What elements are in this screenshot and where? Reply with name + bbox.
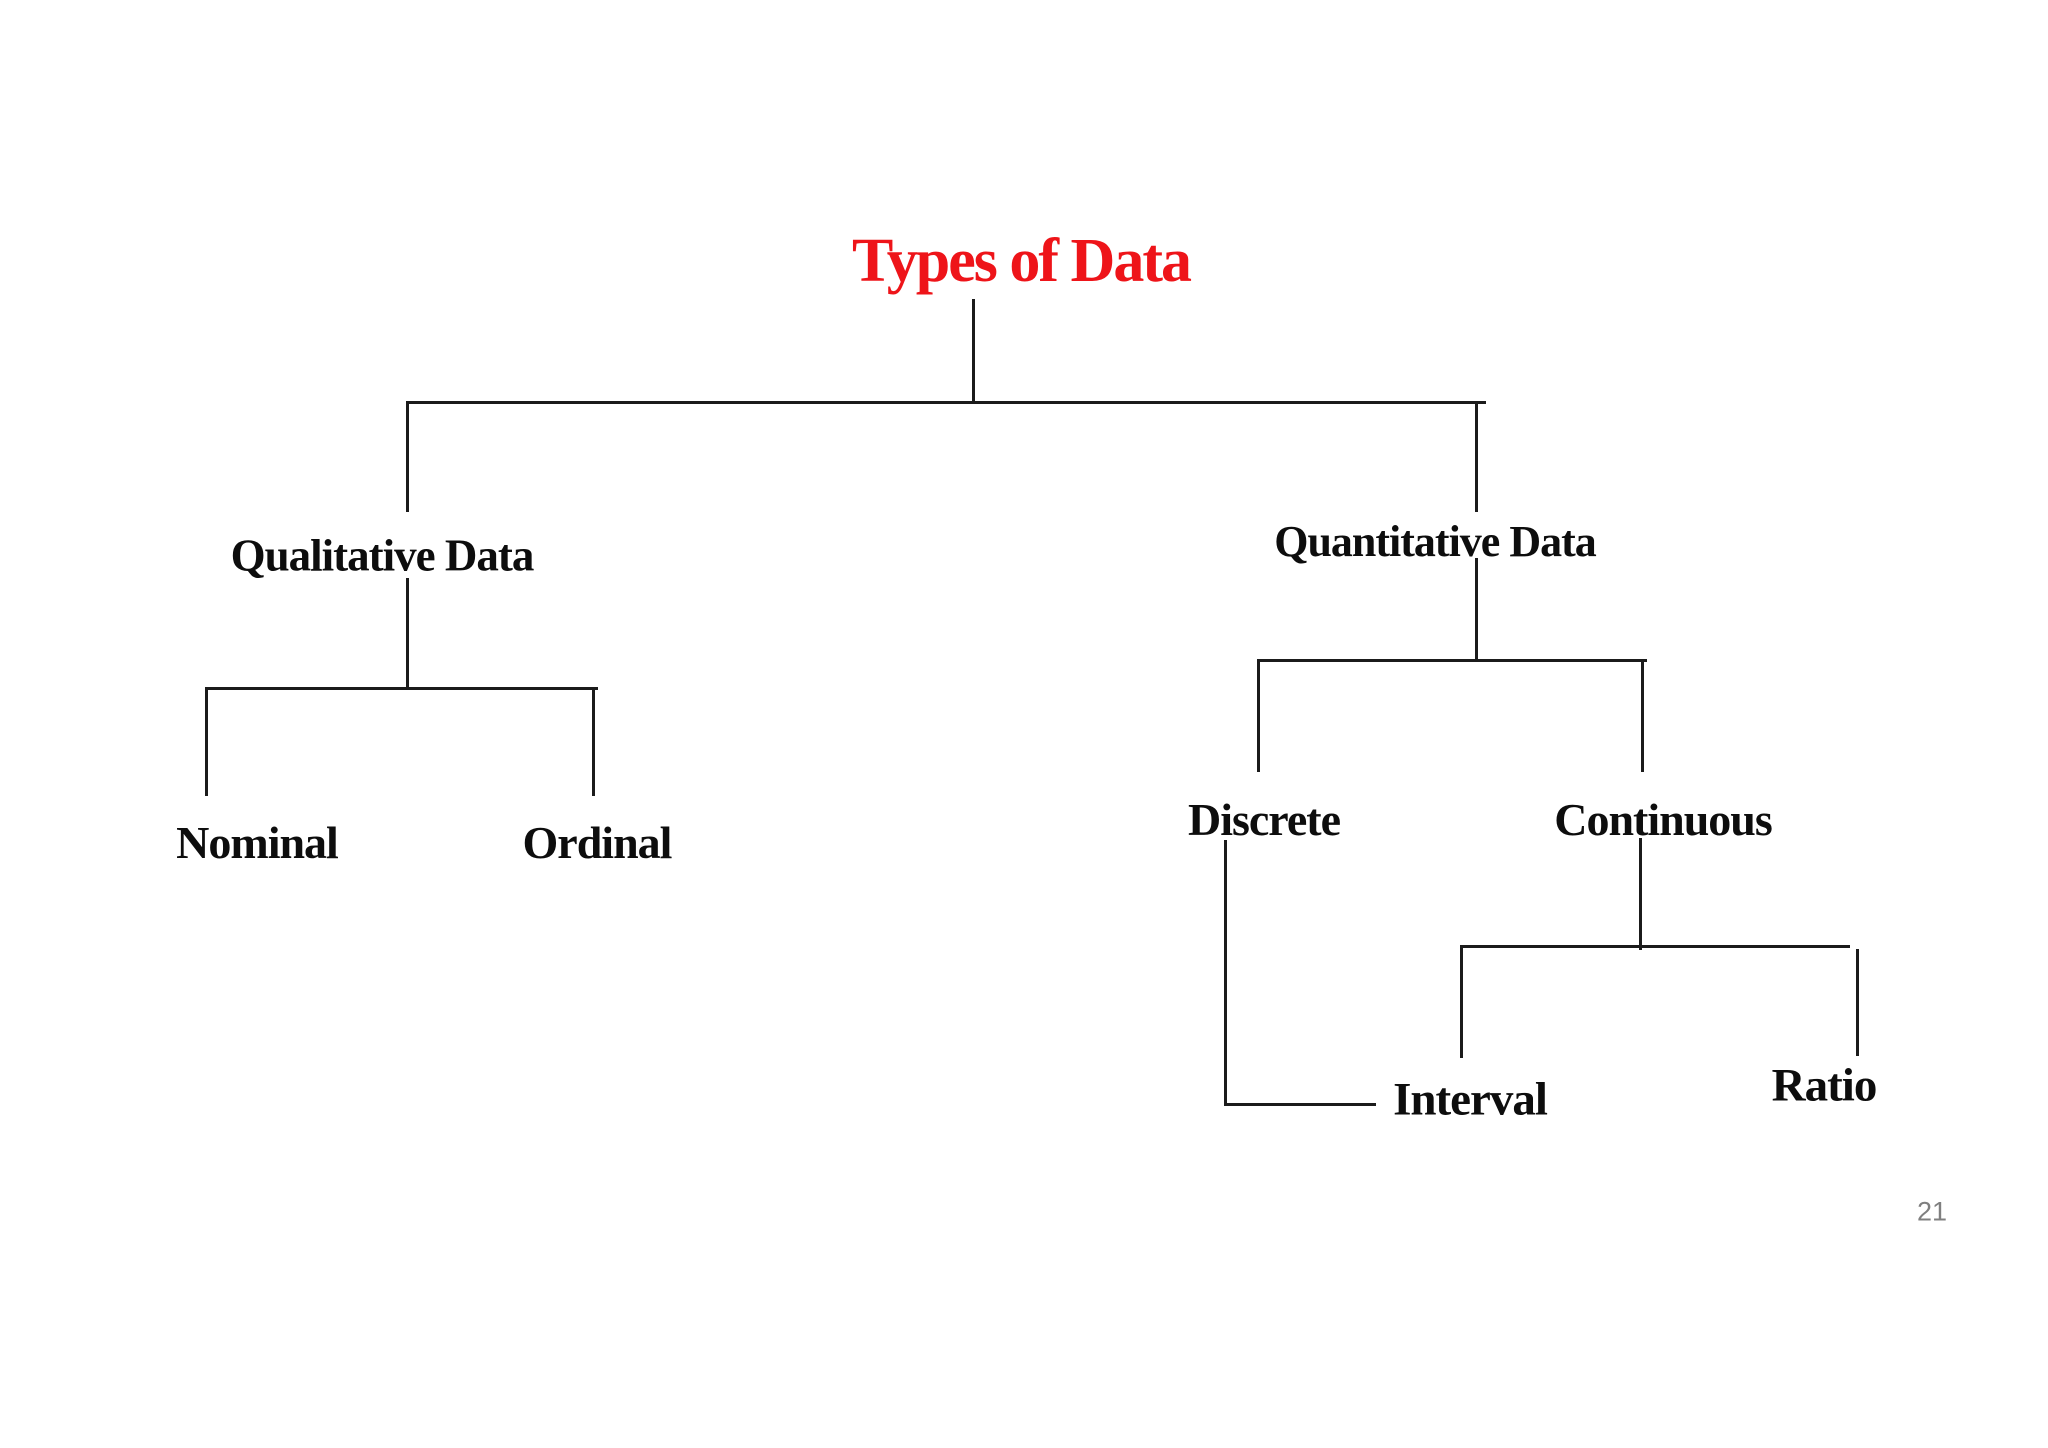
connector-continuous-fork: [1460, 945, 1850, 948]
connector-qualitative-upper: [406, 401, 409, 512]
node-ordinal: Ordinal: [522, 817, 673, 868]
node-discrete: Discrete: [1187, 794, 1341, 845]
connector-ratio-drop: [1856, 949, 1859, 1056]
node-continuous: Continuous: [1554, 794, 1773, 845]
connector-qualitative-fork: [205, 687, 598, 690]
connector-quantitative-lower: [1475, 558, 1478, 662]
node-quantitative-data: Quantitative Data: [1274, 517, 1597, 566]
node-qualitative-data: Qualitative Data: [230, 530, 535, 581]
node-types-of-data: Types of Data: [852, 227, 1192, 295]
connector-interval-drop: [1460, 945, 1463, 1058]
connector-discrete-to-interval: [1224, 1103, 1376, 1106]
page-number: 21: [1916, 1196, 1948, 1227]
node-interval: Interval: [1393, 1073, 1548, 1126]
connector-continuous-lower: [1639, 838, 1642, 950]
connector-root-horizontal: [406, 401, 1486, 404]
connector-qualitative-lower: [406, 578, 409, 690]
connector-quantitative-upper: [1475, 401, 1478, 512]
connector-continuous-drop: [1641, 659, 1644, 772]
connector-title-drop: [972, 299, 975, 404]
node-ratio: Ratio: [1771, 1059, 1878, 1112]
connector-discrete-lower: [1224, 840, 1227, 1106]
connector-nominal-drop: [205, 687, 208, 796]
node-nominal: Nominal: [176, 817, 339, 868]
connector-ordinal-drop: [592, 687, 595, 796]
connector-discrete-drop: [1257, 659, 1260, 772]
connector-quantitative-fork: [1257, 659, 1647, 662]
